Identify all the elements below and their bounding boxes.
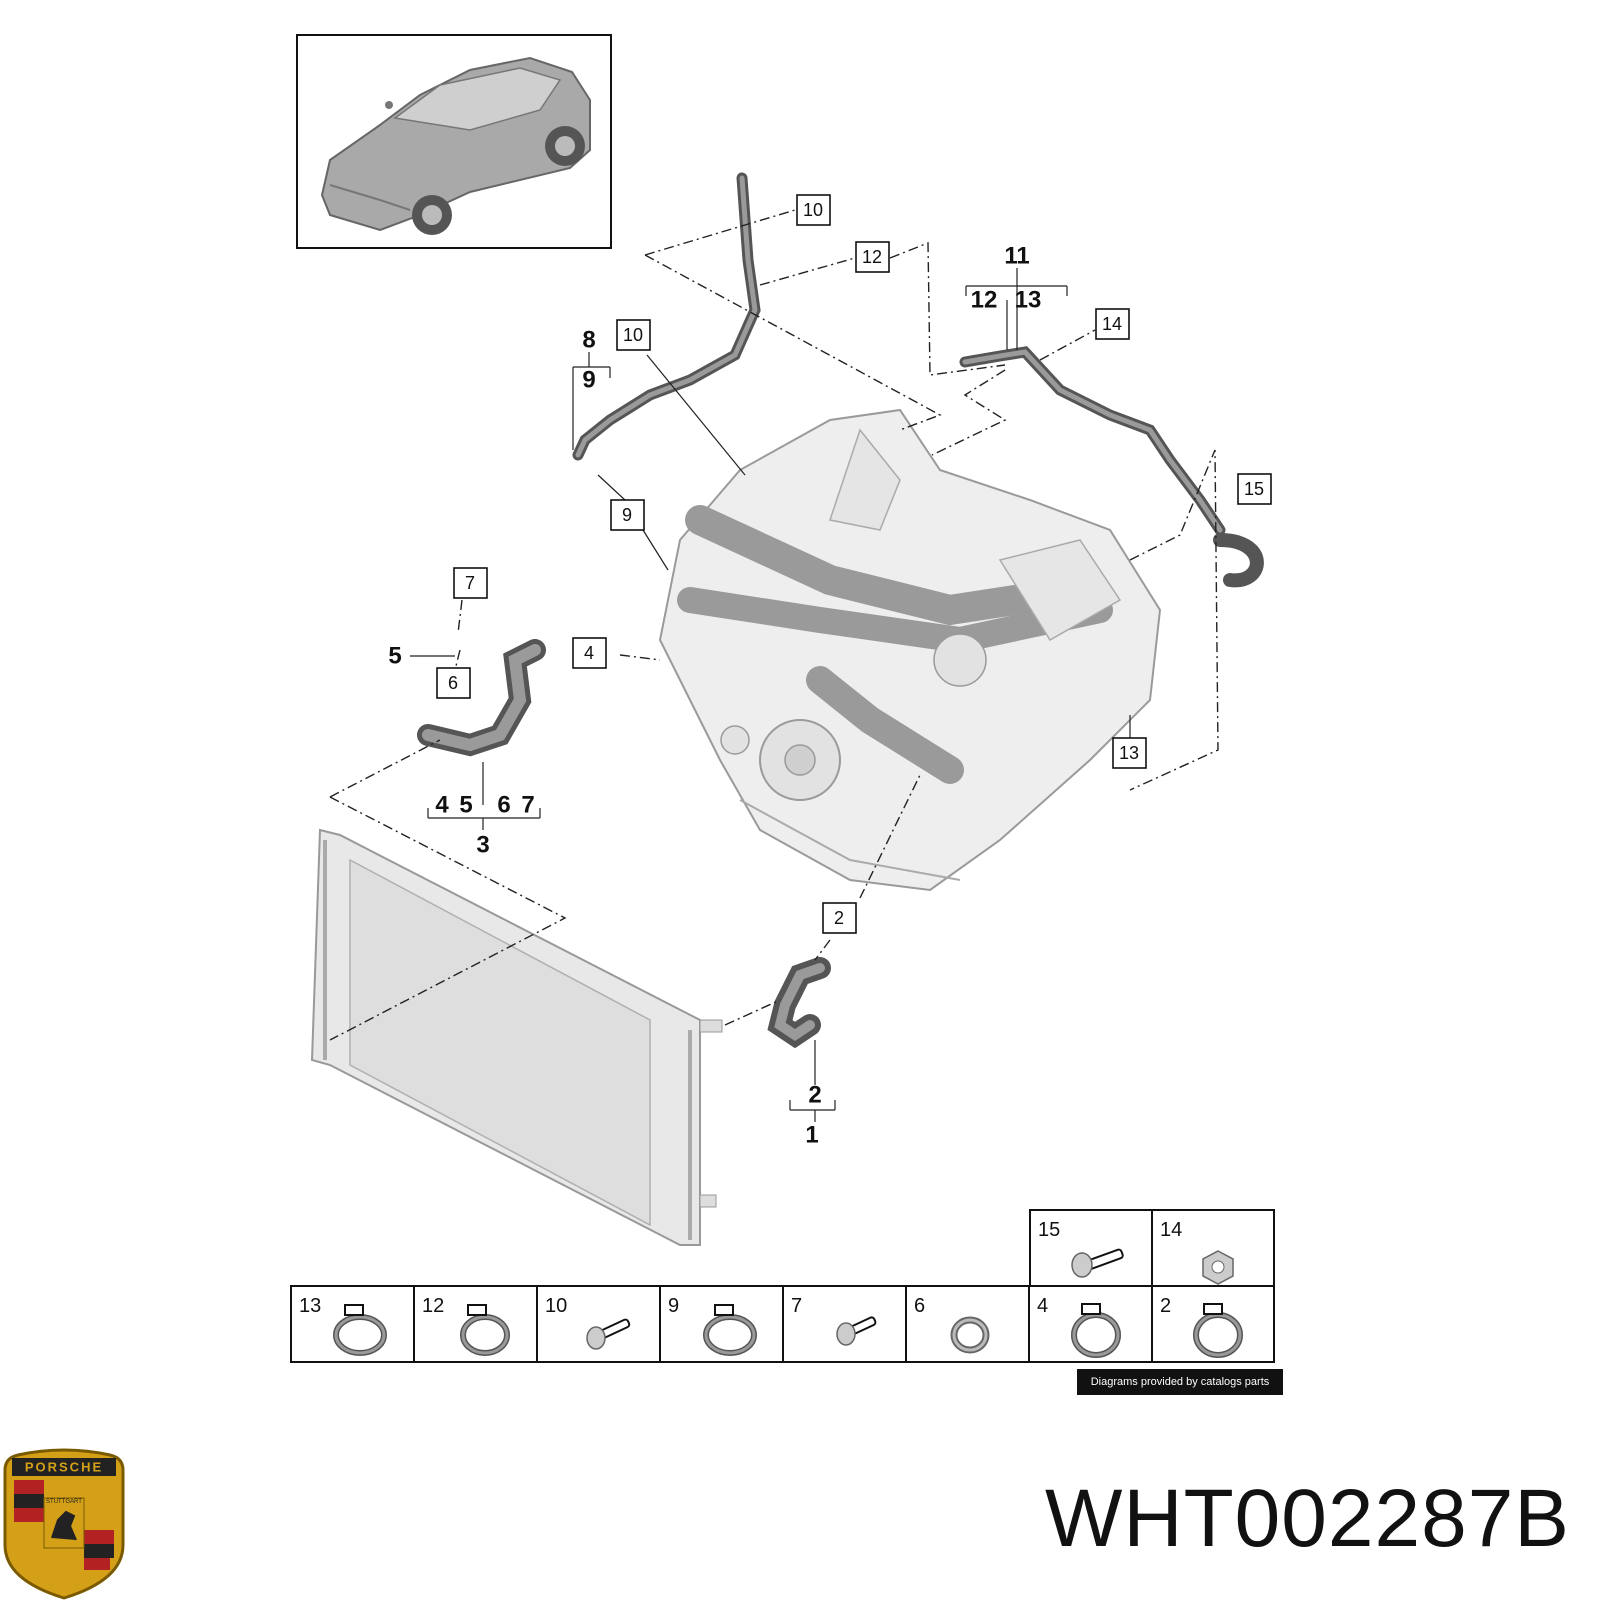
svg-text:9: 9 bbox=[622, 505, 632, 525]
callout-12-group: 12 bbox=[971, 287, 998, 314]
legend-cell-2: 2 bbox=[1151, 1285, 1275, 1363]
legend-top-row: 15 14 bbox=[1029, 1209, 1275, 1287]
svg-text:10: 10 bbox=[623, 325, 643, 345]
svg-text:15: 15 bbox=[1038, 1219, 1060, 1241]
callout-12-top: 12 bbox=[855, 241, 890, 273]
nut-icon bbox=[1202, 1250, 1234, 1285]
svg-text:7: 7 bbox=[791, 1295, 802, 1317]
callout-9-group: 9 bbox=[582, 367, 595, 394]
svg-text:14: 14 bbox=[1160, 1219, 1182, 1241]
legend-cell-7: 7 bbox=[782, 1285, 907, 1363]
callout-15: 15 bbox=[1237, 473, 1272, 505]
callout-5-group: 5 bbox=[459, 792, 472, 819]
callout-5: 5 bbox=[388, 643, 401, 670]
svg-text:STUTTGART: STUTTGART bbox=[46, 1499, 82, 1505]
callout-13-group: 13 bbox=[1015, 287, 1042, 314]
vehicle-thumbnail bbox=[296, 34, 612, 249]
legend-bottom-row: 13 12 10 9 7 bbox=[290, 1285, 1275, 1363]
callout-1: 1 bbox=[805, 1122, 818, 1149]
callout-6-group: 6 bbox=[497, 792, 510, 819]
callout-9-mid: 9 bbox=[610, 499, 645, 531]
callout-10-top: 10 bbox=[796, 194, 831, 226]
callout-8: 8 bbox=[582, 327, 595, 354]
bolt-icon bbox=[586, 1318, 631, 1350]
hose-clamp-icon bbox=[1071, 1303, 1121, 1358]
leader-lines bbox=[410, 268, 1131, 1122]
svg-text:2: 2 bbox=[1160, 1295, 1171, 1317]
svg-text:9: 9 bbox=[668, 1295, 679, 1317]
callout-3: 3 bbox=[476, 832, 489, 859]
coolant-pipe-upper bbox=[572, 172, 1264, 588]
engine-assembly bbox=[658, 408, 1162, 892]
svg-text:15: 15 bbox=[1244, 479, 1264, 499]
callout-6: 6 bbox=[436, 667, 471, 699]
callout-7: 7 bbox=[453, 567, 488, 599]
svg-text:4: 4 bbox=[1037, 1295, 1048, 1317]
callout-13-engine: 13 bbox=[1112, 737, 1147, 769]
part-number-label: WHT002287B bbox=[1044, 1473, 1570, 1564]
legend-cell-10: 10 bbox=[536, 1285, 661, 1363]
svg-text:12: 12 bbox=[422, 1295, 444, 1317]
callout-7-group: 7 bbox=[521, 792, 534, 819]
callout-2: 2 bbox=[808, 1082, 821, 1109]
callout-11: 11 bbox=[1004, 243, 1029, 270]
callout-4-group: 4 bbox=[435, 792, 449, 819]
bolt-icon bbox=[836, 1316, 877, 1346]
svg-text:6: 6 bbox=[914, 1295, 925, 1317]
callout-2-boxed: 2 bbox=[822, 902, 857, 934]
porsche-crest-logo: PORSCHE STUTTGART bbox=[3, 1448, 125, 1600]
radiator bbox=[310, 828, 723, 1246]
svg-text:10: 10 bbox=[545, 1295, 567, 1317]
svg-text:2: 2 bbox=[834, 908, 844, 928]
legend-cell-4: 4 bbox=[1028, 1285, 1153, 1363]
legend-cell-9: 9 bbox=[659, 1285, 784, 1363]
svg-text:10: 10 bbox=[803, 200, 823, 220]
svg-text:13: 13 bbox=[299, 1295, 321, 1317]
coolant-hose-middle bbox=[417, 639, 546, 757]
callout-10-mid: 10 bbox=[616, 319, 651, 351]
svg-text:PORSCHE: PORSCHE bbox=[25, 1460, 103, 1475]
svg-text:4: 4 bbox=[584, 643, 594, 663]
svg-text:6: 6 bbox=[448, 673, 458, 693]
hose-clamp-icon bbox=[333, 1304, 387, 1356]
diagram-credit: Diagrams provided by catalogs parts bbox=[1077, 1369, 1283, 1395]
svg-text:12: 12 bbox=[862, 247, 882, 267]
callout-4: 4 bbox=[572, 637, 607, 669]
legend-cell-15: 15 bbox=[1029, 1209, 1153, 1287]
svg-text:13: 13 bbox=[1119, 743, 1139, 763]
svg-text:7: 7 bbox=[465, 573, 475, 593]
hose-clamp-icon bbox=[703, 1304, 757, 1356]
coolant-hose-lower bbox=[767, 957, 831, 1049]
reference-lines bbox=[329, 209, 1219, 1041]
legend-cell-12: 12 bbox=[413, 1285, 538, 1363]
legend-cell-14: 14 bbox=[1151, 1209, 1275, 1287]
legend-cell-13: 13 bbox=[290, 1285, 415, 1363]
hose-clamp-icon bbox=[1193, 1303, 1243, 1358]
washer-icon bbox=[950, 1316, 990, 1354]
callout-14: 14 bbox=[1095, 308, 1130, 340]
legend-cell-6: 6 bbox=[905, 1285, 1030, 1363]
bolt-icon bbox=[1071, 1248, 1124, 1278]
svg-text:14: 14 bbox=[1102, 314, 1122, 334]
hose-clamp-icon bbox=[460, 1304, 510, 1356]
